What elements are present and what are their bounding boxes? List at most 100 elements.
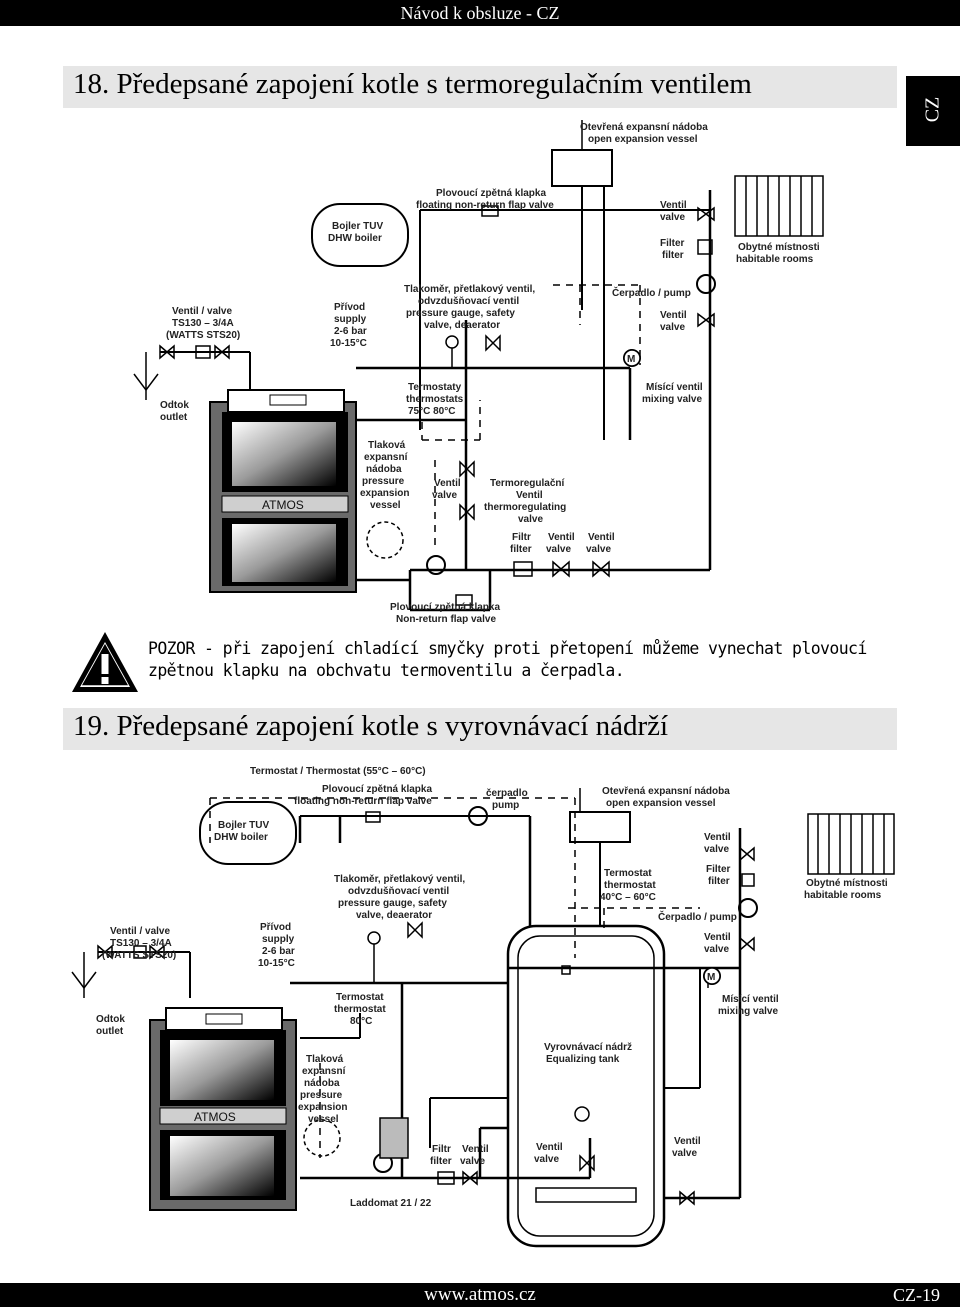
label-thermo-4: valve xyxy=(518,514,543,525)
label19-rooms: Obytné místnosti xyxy=(806,878,888,889)
label-gauge-4: valve, deaerator xyxy=(424,320,500,331)
motor-label-19: M xyxy=(707,972,715,983)
label19-supply-3: 2-6 bar xyxy=(262,946,295,957)
label-valve-4: Ventil xyxy=(548,532,575,543)
label19-valve-5-en: valve xyxy=(672,1148,697,1159)
label19-supply-4: 10-15°C xyxy=(258,958,295,969)
label-rooms-en: habitable rooms xyxy=(736,254,814,265)
warning-line-1: POZOR - při zapojení chladící smyčky pro… xyxy=(148,639,867,658)
label19-pev-6: vessel xyxy=(308,1114,339,1125)
label-valve-1-en: valve xyxy=(660,212,685,223)
label-ts-3: (WATTS STS20) xyxy=(166,330,240,341)
label19-ts-2: TS130 – 3/4A xyxy=(110,938,172,949)
label-filter: Filter xyxy=(660,238,685,249)
label19-flap-en: floating non-return flap valve xyxy=(294,796,432,807)
label19-pev-3: nádoba xyxy=(304,1078,340,1089)
label-mixing: Mísící ventil xyxy=(646,382,703,393)
label19-valve-3-en: valve xyxy=(460,1156,485,1167)
label19-boiler-en: DHW boiler xyxy=(214,832,268,843)
footer-url: www.atmos.cz xyxy=(424,1284,536,1305)
boiler-brand-18: ATMOS xyxy=(262,498,304,512)
boiler-18: ATMOS xyxy=(209,389,357,593)
label-pev-2: expansní xyxy=(364,452,409,463)
label19-gauge-3: pressure gauge, safety xyxy=(338,898,447,909)
page-number: CZ-19 xyxy=(893,1285,940,1305)
label-valve-3-en: valve xyxy=(432,490,457,501)
label-filtr-en: filter xyxy=(510,544,532,555)
label19-tank: Vyrovnávací nádrž xyxy=(544,1042,632,1053)
label-nrf-en: Non-return flap valve xyxy=(396,614,496,625)
label-outlet-en: outlet xyxy=(160,412,188,423)
boiler-19: ATMOS xyxy=(149,1007,297,1211)
label-thermo-1: Termoregulační xyxy=(490,478,565,489)
diagram-19: ATMOS M Termostat / Thermostat (55°C – 6… xyxy=(71,766,895,1248)
label-valve-5: Ventil xyxy=(588,532,615,543)
label-thermostats-1: Termostaty xyxy=(408,382,462,393)
label-pev-4: pressure xyxy=(362,476,405,487)
label19-valve-4: Ventil xyxy=(536,1142,563,1153)
label19-ts-3: (WATTS STS20) xyxy=(102,950,176,961)
label19-pev-5: expansion xyxy=(298,1102,347,1113)
label-boiler-cz: Bojler TUV xyxy=(332,221,383,232)
label-pev-5: expansion xyxy=(360,488,409,499)
label19-pump-cz: čerpadlo xyxy=(486,788,528,799)
label19-open-vessel-en: open expansion vessel xyxy=(606,798,716,809)
label19-valve-1: Ventil xyxy=(704,832,731,843)
section-18-title: 18. Předepsané zapojení kotle s termoreg… xyxy=(73,68,752,100)
section-19-heading: 19. Předepsané zapojení kotle s vyrovnáv… xyxy=(63,708,897,750)
warning-icon xyxy=(72,632,138,692)
label19-outlet: Odtok xyxy=(96,1014,125,1025)
label-outlet: Odtok xyxy=(160,400,189,411)
diagram-18: ATMOS M Otevřená expansní nádoba open ex… xyxy=(133,120,824,625)
label-open-vessel: Otevřená expansní nádoba xyxy=(580,122,708,133)
label-gauge-2: odvzdušňovací ventil xyxy=(418,296,519,307)
boiler-brand-19: ATMOS xyxy=(194,1110,236,1124)
label-valve-4-en: valve xyxy=(546,544,571,555)
label19-rooms-en: habitable rooms xyxy=(804,890,882,901)
label19-tstat80-2: thermostat xyxy=(334,1004,386,1015)
label-thermostats-2: thermostats xyxy=(406,394,464,405)
label19-gauge-1: Tlakoměr, přetlakový ventil, xyxy=(334,874,465,885)
label-valve-2-en: valve xyxy=(660,322,685,333)
label19-gauge-2: odvzdušňovací ventil xyxy=(348,886,449,897)
label19-boiler-cz: Bojler TUV xyxy=(218,820,269,831)
label19-pev-4: pressure xyxy=(300,1090,343,1101)
label-pev-1: Tlaková xyxy=(368,440,406,451)
diagram-18-labels: Otevřená expansní nádoba open expansion … xyxy=(160,122,820,625)
label-rooms: Obytné místnosti xyxy=(738,242,820,253)
label-filtr: Filtr xyxy=(512,532,531,543)
label19-open-vessel: Otevřená expansní nádoba xyxy=(602,786,730,797)
label19-pev-1: Tlaková xyxy=(306,1054,344,1065)
label19-filter: Filter xyxy=(706,864,731,875)
label19-tstat80-3: 80°C xyxy=(350,1016,372,1027)
label-valve-3: Ventil xyxy=(434,478,461,489)
label19-valve-3: Ventil xyxy=(462,1144,489,1155)
label-gauge-1: Tlakoměr, přetlakový ventil, xyxy=(404,284,535,295)
label-pump: Čerpadlo / pump xyxy=(612,286,691,299)
label19-outlet-en: outlet xyxy=(96,1026,124,1037)
label-ts-1: Ventil / valve xyxy=(172,306,232,317)
label19-gauge-4: valve, deaerator xyxy=(356,910,432,921)
label19-valve-5: Ventil xyxy=(674,1136,701,1147)
diagram-19-labels: Termostat / Thermostat (55°C – 60°C) Plo… xyxy=(96,766,888,1209)
label-valve-5-en: valve xyxy=(586,544,611,555)
label19-laddomat: Laddomat 21 / 22 xyxy=(350,1198,432,1209)
header-title: Návod k obsluze - CZ xyxy=(400,3,560,23)
label-gauge-3: pressure gauge, safety xyxy=(406,308,515,319)
label19-tstat-2: thermostat xyxy=(604,880,656,891)
label19-pump-en: pump xyxy=(492,800,519,811)
label-pev-6: vessel xyxy=(370,500,401,511)
label-supply-2: supply xyxy=(334,314,367,325)
footer-bar: www.atmos.cz CZ-19 xyxy=(0,1283,960,1307)
label19-supply-2: supply xyxy=(262,934,295,945)
label-thermo-2: Ventil xyxy=(516,490,543,501)
label19-filter-en: filter xyxy=(708,876,730,887)
label-filter-en: filter xyxy=(662,250,684,261)
warning-text: POZOR - při zapojení chladící smyčky pro… xyxy=(148,638,908,682)
label-thermo-3: thermoregulating xyxy=(484,502,566,513)
label-boiler-en: DHW boiler xyxy=(328,233,382,244)
section-19-title: 19. Předepsané zapojení kotle s vyrovnáv… xyxy=(73,710,669,742)
label-valve-1: Ventil xyxy=(660,200,687,211)
label-nrf: Plovoucí zpětná klapka xyxy=(390,602,500,613)
label-supply-4: 10-15°C xyxy=(330,338,367,349)
